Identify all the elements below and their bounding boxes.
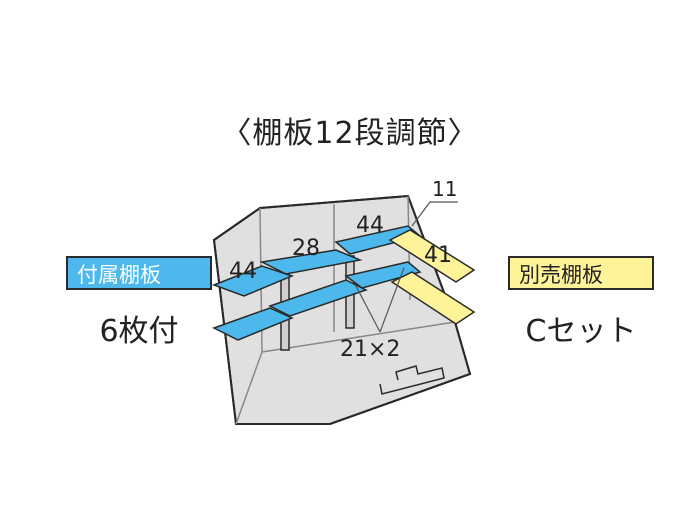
shelf-upper-middle: [259, 249, 363, 275]
leader-line-lower: [355, 285, 381, 333]
corner-shelf-label: 41: [424, 243, 452, 268]
shed-outline: [212, 194, 472, 425]
floor-rail: [379, 365, 445, 395]
shelf-lower-right: [344, 261, 422, 289]
shelf-width-label: 28: [292, 236, 320, 261]
floor-edge-left: [235, 351, 263, 425]
shelf-lower-left: [212, 307, 294, 341]
shelf-upper-left: [211, 265, 295, 297]
optional-shelves-badge: 別売棚板: [508, 256, 654, 290]
included-shelves-badge: 付属棚板: [66, 256, 212, 290]
lower-shelf-label: 21×2: [340, 337, 400, 362]
corner-shelf-lower: [390, 271, 476, 325]
optional-shelves-set: Cセット: [525, 314, 637, 349]
leader-line-depth: [411, 201, 458, 227]
depth-label: 11: [432, 177, 457, 201]
diagram-title: 〈棚板12段調節〉: [221, 116, 479, 151]
shelf-lower-middle: [268, 279, 368, 317]
shed-interior: [212, 194, 472, 425]
leader-line-lower: [379, 267, 405, 333]
floor-edge-back: [261, 321, 456, 353]
shelf-width-label: 44: [229, 259, 257, 284]
shelf-width-label: 44: [356, 213, 384, 238]
included-shelves-count: 6枚付: [99, 314, 179, 349]
corner-shelf-upper: [388, 229, 476, 283]
